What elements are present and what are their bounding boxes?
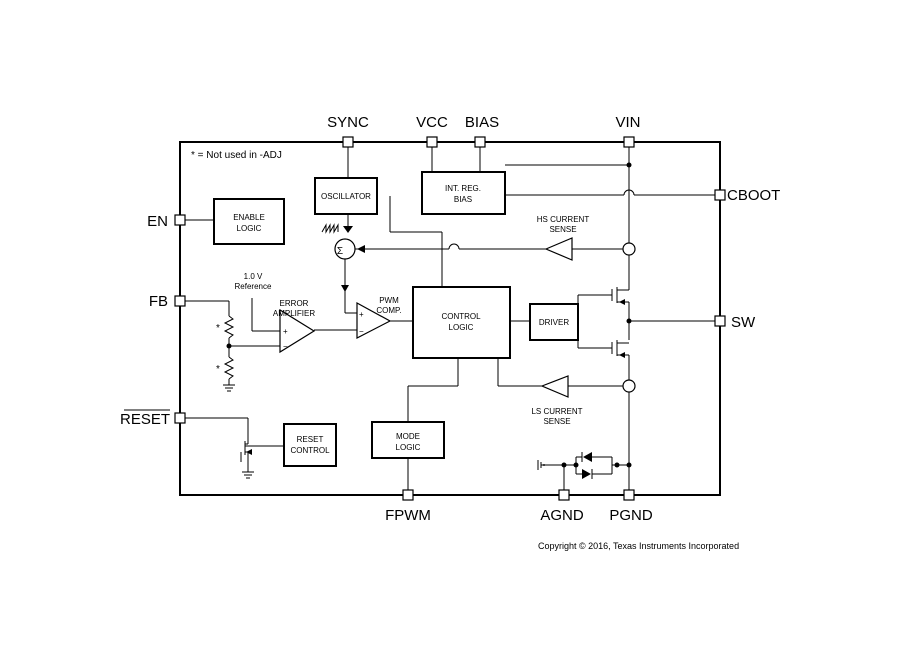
pwm-comp-plus: +	[359, 310, 364, 319]
error-amp-label-1: ERROR	[280, 299, 309, 308]
pin-reset-label: RESET	[120, 411, 170, 428]
error-amp-wiring	[185, 298, 316, 392]
reference-label-1: 1.0 V	[244, 272, 263, 281]
enable-logic-label-2: LOGIC	[237, 224, 262, 233]
star-lower: *	[216, 364, 220, 375]
hs-current-sense-amp	[544, 237, 573, 261]
sw-pad	[714, 315, 726, 327]
power-stage	[577, 287, 715, 490]
error-amp-label-2: AMPLIFIER	[273, 309, 315, 318]
ls-sense-label-1: LS CURRENT	[531, 407, 582, 416]
reset-control-block	[283, 423, 337, 467]
error-amp-minus: −	[283, 342, 288, 351]
pin-sync-label: SYNC	[327, 114, 369, 131]
pin-cboot-label: CBOOT	[727, 187, 780, 204]
mode-logic-label-1: MODE	[396, 432, 420, 441]
en-pad	[174, 214, 186, 226]
pwm-comparator	[314, 301, 413, 339]
pin-sw-label: SW	[731, 314, 756, 331]
pin-agnd-label: AGND	[540, 507, 584, 524]
note-text: * = Not used in -ADJ	[191, 150, 282, 161]
cboot-pad	[714, 189, 726, 201]
pin-fpwm-label: FPWM	[385, 507, 431, 524]
hs-sense-label-2: SENSE	[549, 225, 576, 234]
sigma-symbol: Σ	[337, 246, 343, 257]
top-wiring	[347, 147, 715, 245]
error-amp-plus: +	[283, 327, 288, 336]
pwm-comp-label-2: COMP.	[376, 306, 401, 315]
oscillator-wiring	[321, 196, 443, 287]
pwm-comp-label-1: PWM	[379, 296, 399, 305]
mode-logic-block	[371, 421, 445, 459]
copyright-text: Copyright © 2016, Texas Instruments Inco…	[538, 541, 739, 551]
fpwm-pad	[402, 489, 414, 501]
ls-sense-label-2: SENSE	[543, 417, 570, 426]
agnd-pad	[558, 489, 570, 501]
pin-fb-label: FB	[149, 293, 168, 310]
int-reg-block	[421, 171, 506, 215]
control-wiring	[407, 320, 636, 490]
oscillator-block	[314, 177, 378, 215]
pin-vin-label: VIN	[615, 114, 640, 131]
reference-label-2: Reference	[235, 282, 272, 291]
pin-pgnd-label: PGND	[609, 507, 653, 524]
vcc-pad	[426, 136, 438, 148]
control-logic-block	[412, 286, 511, 359]
reset-transistor	[185, 417, 284, 479]
vin-pad	[623, 136, 635, 148]
driver-label: DRIVER	[539, 318, 569, 327]
summing-wiring	[334, 237, 636, 313]
fb-pad	[174, 295, 186, 307]
pin-bias-label: BIAS	[465, 114, 499, 131]
ground-diodes	[537, 452, 632, 490]
hs-sense-label-1: HS CURRENT	[537, 215, 590, 224]
reset-control-label-2: CONTROL	[290, 446, 330, 455]
reset-pad	[174, 412, 186, 424]
control-logic-label-2: LOGIC	[449, 323, 474, 332]
ls-current-sense-amp	[540, 375, 569, 398]
bias-pad	[474, 136, 486, 148]
oscillator-label: OSCILLATOR	[321, 192, 371, 201]
enable-logic-block	[213, 198, 285, 245]
pwm-comp-minus: −	[359, 327, 364, 336]
pin-vcc-label: VCC	[416, 114, 448, 131]
reset-control-label-1: RESET	[297, 435, 324, 444]
mode-logic-label-2: LOGIC	[396, 443, 421, 452]
sync-pad	[342, 136, 354, 148]
pgnd-pad	[623, 489, 635, 501]
int-reg-label-2: BIAS	[454, 195, 472, 204]
control-logic-label-1: CONTROL	[441, 312, 481, 321]
star-upper: *	[216, 323, 220, 334]
enable-logic-label-1: ENABLE	[233, 213, 265, 222]
driver-block	[529, 303, 579, 341]
int-reg-label-1: INT. REG.	[445, 184, 481, 193]
pin-en-label: EN	[147, 213, 168, 230]
